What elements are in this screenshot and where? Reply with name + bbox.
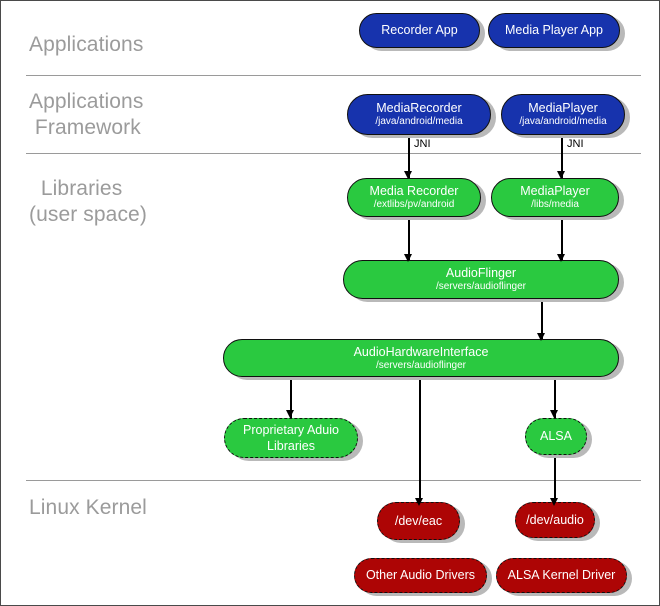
arrowhead-ahi-to-dev-eac bbox=[414, 498, 423, 506]
node-recorder-app-title: Recorder App bbox=[381, 23, 458, 37]
node-mediaplayer-lib-subtitle: /libs/media bbox=[531, 199, 579, 210]
edge-label-jni-right: JNI bbox=[567, 138, 584, 150]
arrowhead-jni-right bbox=[556, 171, 565, 179]
node-audiohardwareinterface-title: AudioHardwareInterface bbox=[353, 344, 489, 359]
arrowhead-jni-left bbox=[403, 171, 412, 179]
node-proprietary-audio-libraries-title: Proprietary Aduio Libraries bbox=[243, 423, 339, 453]
node-dev-audio-title: /dev/audio bbox=[526, 512, 584, 527]
node-audiohardwareinterface-subtitle: /servers/audioflinger bbox=[375, 359, 467, 371]
arrowhead-alsa-to-dev-audio bbox=[549, 498, 558, 506]
node-dev-eac-title: /dev/eac bbox=[394, 513, 443, 528]
connector-alsa-to-dev-audio bbox=[554, 456, 556, 506]
node-dev-eac[interactable]: /dev/eac bbox=[377, 502, 460, 540]
node-media-player-app[interactable]: Media Player App bbox=[488, 13, 620, 48]
connector-jni-right bbox=[561, 137, 563, 179]
node-media-recorder-lib-title: Media Recorder bbox=[369, 184, 459, 198]
layer-label-linux-kernel: Linux Kernel bbox=[29, 496, 147, 519]
node-mediaplayer-framework-subtitle: /java/android/media bbox=[519, 116, 607, 127]
node-audioflinger-subtitle: /servers/audioflinger bbox=[435, 281, 527, 292]
node-media-recorder-lib[interactable]: Media Recorder /extlibs/pv/android bbox=[347, 178, 481, 217]
node-alsa-kernel-driver[interactable]: ALSA Kernel Driver bbox=[496, 558, 627, 593]
node-other-audio-drivers[interactable]: Other Audio Drivers bbox=[354, 558, 487, 593]
arrowhead-ahi-to-alsa bbox=[549, 410, 558, 418]
node-audiohardwareinterface[interactable]: AudioHardwareInterface /servers/audiofli… bbox=[223, 339, 619, 377]
node-recorder-app[interactable]: Recorder App bbox=[359, 13, 480, 48]
node-alsa[interactable]: ALSA bbox=[525, 418, 587, 455]
connector-mediaplayer-to-audioflinger bbox=[561, 219, 563, 261]
separator-linux-kernel bbox=[26, 480, 641, 481]
separator-applications-framework bbox=[26, 153, 641, 154]
node-other-audio-drivers-title: Other Audio Drivers bbox=[365, 568, 476, 582]
connector-audioflinger-to-audiohardwareinterface bbox=[541, 298, 543, 341]
connector-ahi-to-alsa bbox=[554, 375, 556, 418]
layer-label-applications: Applications bbox=[29, 33, 144, 56]
connector-ahi-to-dev-eac bbox=[419, 375, 421, 506]
arrowhead-mediarecorder-to-audioflinger bbox=[403, 254, 412, 262]
node-mediarecorder-framework-subtitle: /java/android/media bbox=[375, 116, 463, 127]
node-mediaplayer-framework[interactable]: MediaPlayer /java/android/media bbox=[501, 94, 625, 135]
node-media-recorder-lib-subtitle: /extlibs/pv/android bbox=[373, 199, 455, 210]
arrowhead-audioflinger-to-audiohardwareinterface bbox=[536, 333, 545, 341]
node-mediarecorder-framework[interactable]: MediaRecorder /java/android/media bbox=[347, 94, 491, 135]
node-mediaplayer-framework-title: MediaPlayer bbox=[528, 101, 598, 115]
node-alsa-kernel-driver-title: ALSA Kernel Driver bbox=[507, 568, 616, 582]
connector-ahi-to-proprietary-libraries bbox=[290, 375, 292, 418]
layer-label-applications-framework: Applications Framework bbox=[29, 90, 144, 139]
layer-label-libraries: Libraries (user space) bbox=[29, 177, 147, 226]
arrowhead-ahi-to-proprietary-libraries bbox=[285, 410, 294, 418]
node-mediaplayer-lib-title: MediaPlayer bbox=[520, 184, 590, 198]
arrowhead-mediaplayer-to-audioflinger bbox=[556, 254, 565, 262]
node-media-player-app-title: Media Player App bbox=[505, 23, 603, 37]
node-alsa-title: ALSA bbox=[540, 429, 572, 443]
node-proprietary-audio-libraries[interactable]: Proprietary Aduio Libraries bbox=[224, 418, 358, 458]
node-audioflinger-title: AudioFlinger bbox=[445, 266, 517, 280]
connector-mediarecorder-to-audioflinger bbox=[408, 219, 410, 261]
node-mediarecorder-framework-title: MediaRecorder bbox=[376, 101, 462, 115]
connector-jni-left bbox=[408, 137, 410, 179]
node-audioflinger[interactable]: AudioFlinger /servers/audioflinger bbox=[343, 260, 619, 299]
node-dev-audio[interactable]: /dev/audio bbox=[515, 502, 595, 538]
node-mediaplayer-lib[interactable]: MediaPlayer /libs/media bbox=[491, 178, 619, 217]
separator-applications bbox=[26, 75, 641, 76]
edge-label-jni-left: JNI bbox=[414, 138, 431, 150]
